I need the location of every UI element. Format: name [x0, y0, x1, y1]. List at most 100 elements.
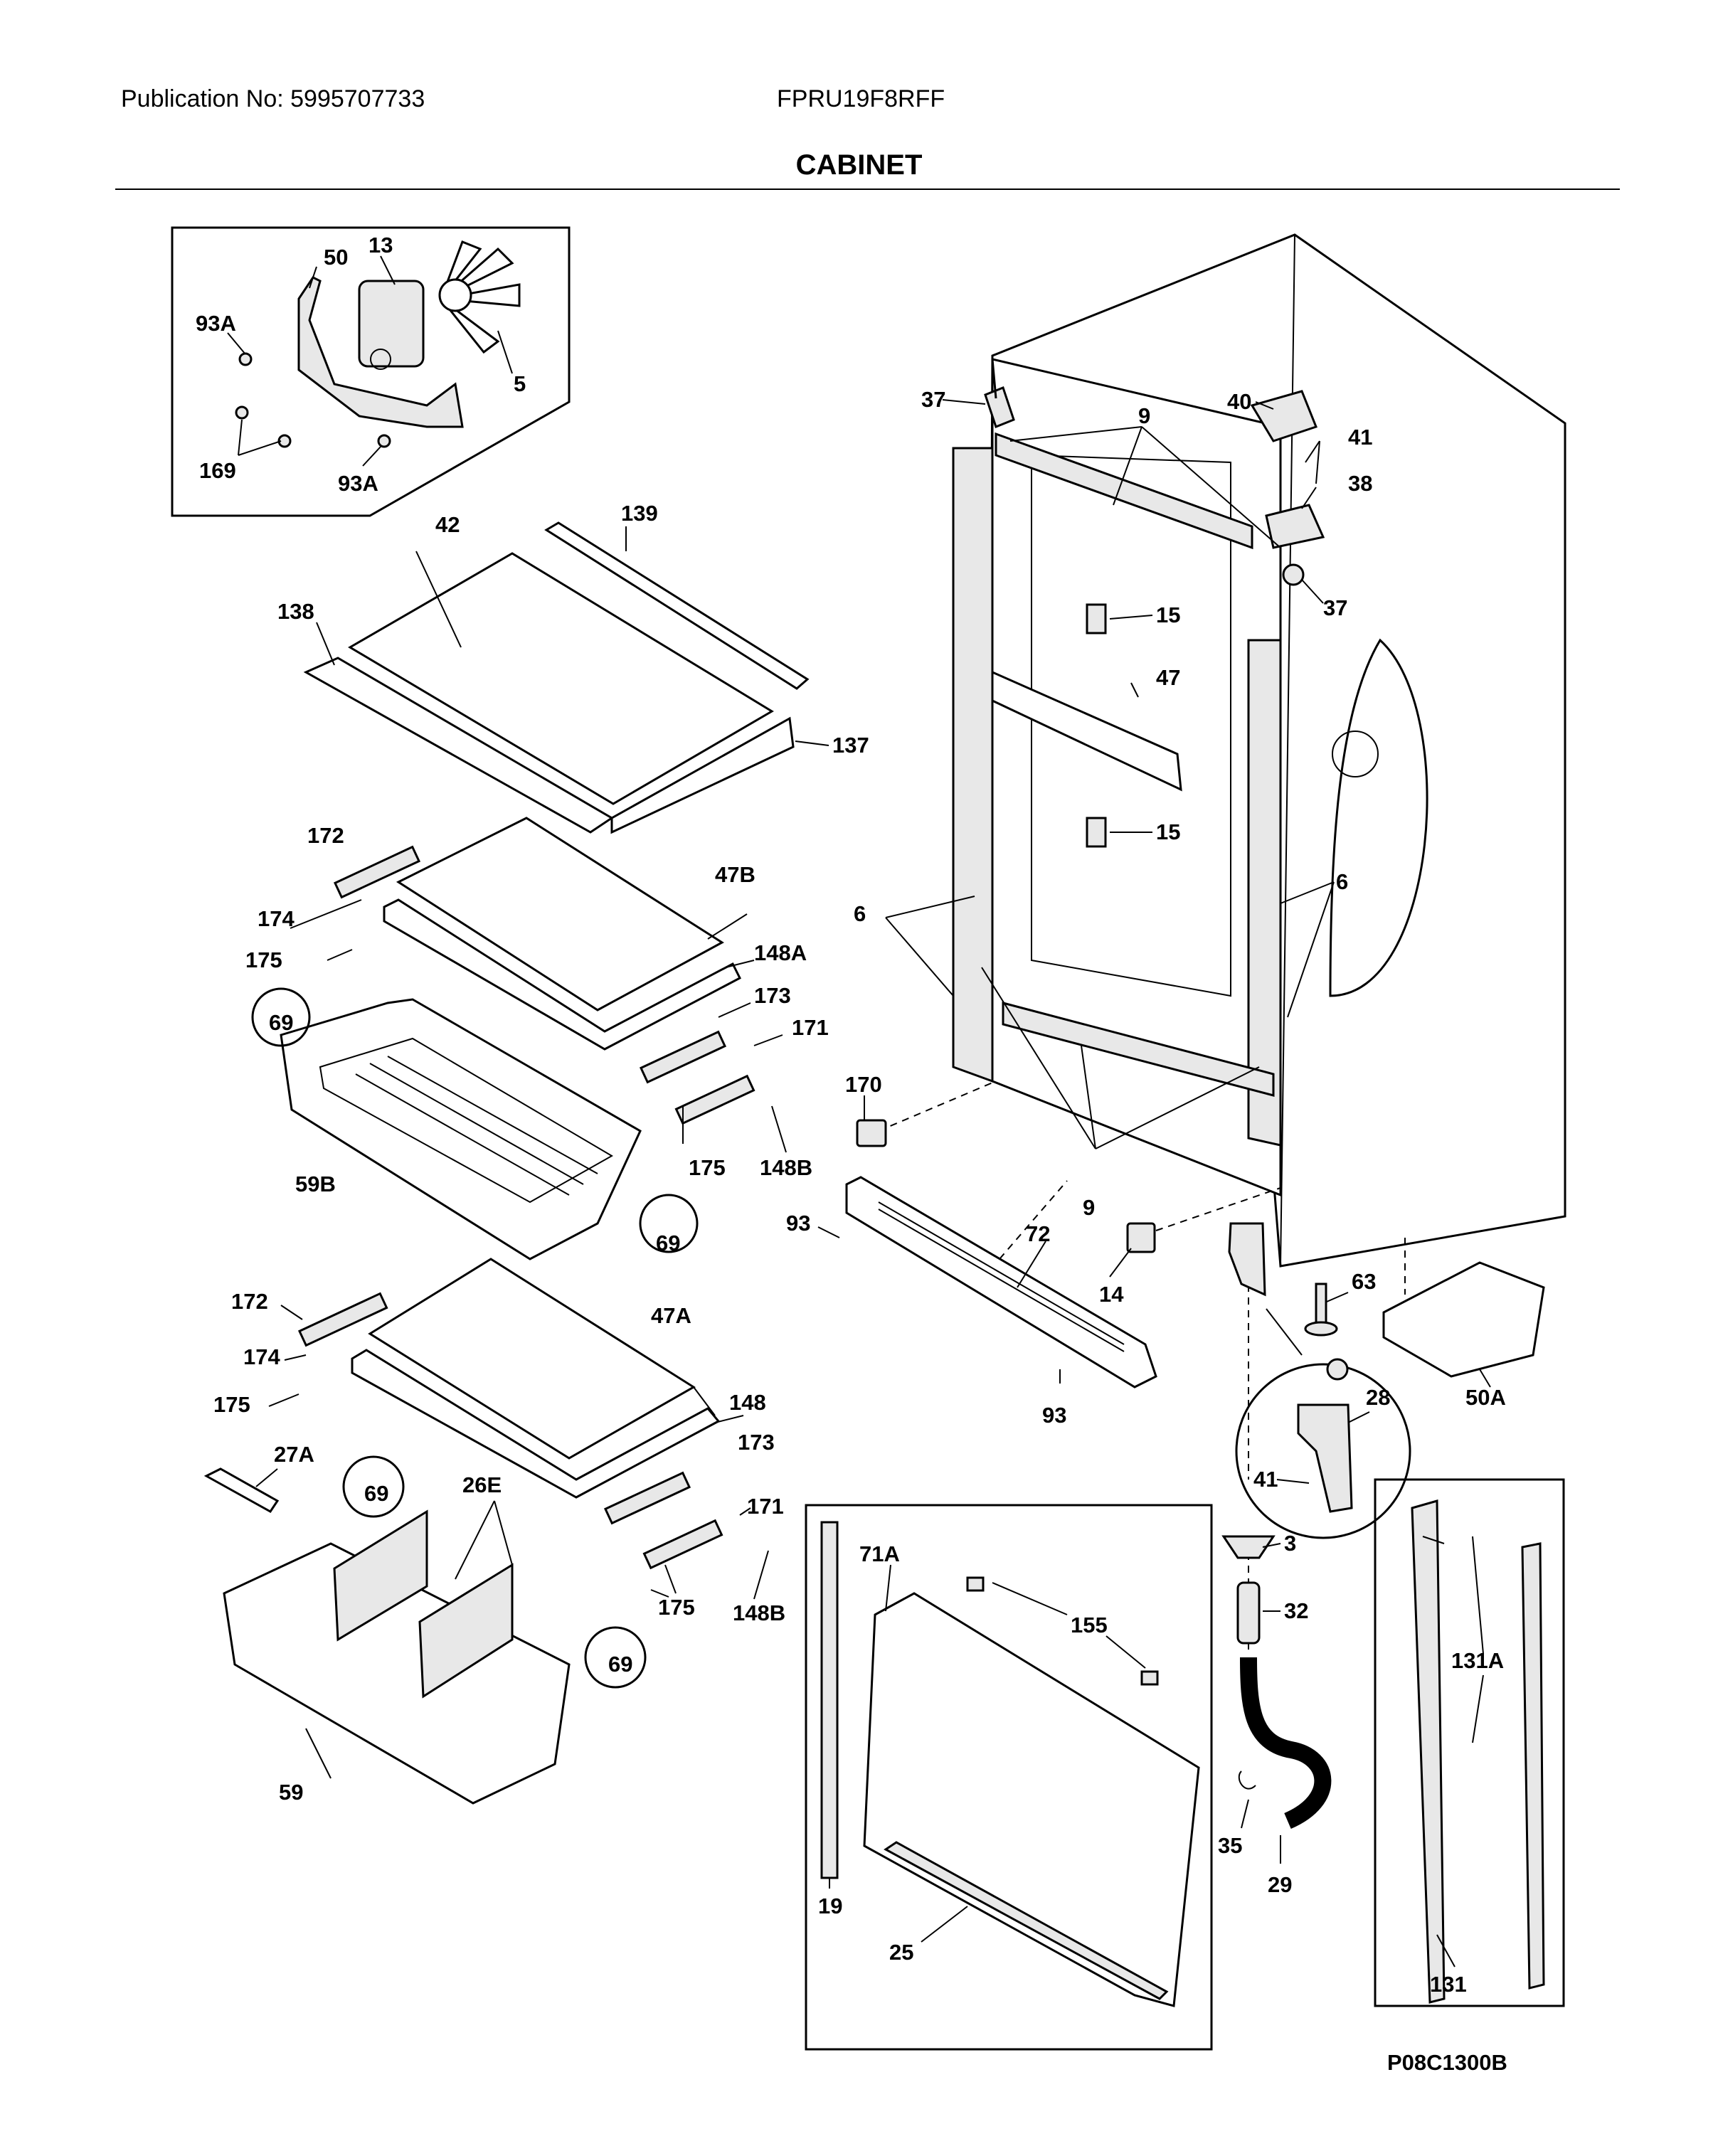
door-clip — [966, 1576, 985, 1592]
screw — [238, 352, 253, 366]
leveling-leg — [1315, 1283, 1327, 1328]
humidity-slider — [203, 1467, 280, 1513]
callout-137: 137 — [832, 733, 869, 758]
upper-crisper-assembly: 172 47B 174 175 148A 69 173 171 59B 175 … — [245, 817, 829, 1260]
corner-cap — [984, 386, 1015, 428]
callout-71a: 71A — [859, 1541, 900, 1566]
callout-139: 139 — [621, 501, 658, 526]
base-parts: 170 93 72 14 63 93 50A — [786, 1072, 1545, 1428]
callout-37: 37 — [1323, 595, 1347, 620]
callout-138: 138 — [277, 599, 314, 624]
callout-148a: 148A — [754, 940, 807, 965]
shelf-standard-inset: 131A 131 — [1374, 1478, 1565, 2007]
callout-27a: 27A — [274, 1442, 314, 1467]
callout-47a: 47A — [651, 1303, 691, 1328]
door-switch — [1126, 1222, 1156, 1253]
lower-crisper-assembly: 172 47A 174 175 148 27A 69 26E 173 171 1… — [203, 1258, 785, 1805]
screw — [377, 434, 391, 448]
callout-26e: 26E — [462, 1472, 502, 1497]
cover-support — [333, 845, 421, 899]
callout-3: 3 — [1284, 1531, 1296, 1556]
callout-25: 25 — [889, 1940, 913, 1965]
detail-circle — [251, 987, 311, 1047]
callout-37: 37 — [921, 387, 945, 412]
callout-63: 63 — [1352, 1269, 1376, 1294]
shelf-rail — [991, 670, 1182, 792]
callout-148: 148 — [729, 1390, 766, 1415]
detail-circle — [1235, 1363, 1411, 1539]
callout-69: 69 — [364, 1481, 388, 1506]
callout-169: 169 — [199, 458, 236, 483]
header-rule — [115, 188, 1620, 190]
crisper-cover-glass — [368, 1258, 696, 1460]
callout-173: 173 — [738, 1430, 775, 1455]
hinge-detail: 28 41 3 32 35 29 — [1218, 1308, 1411, 1897]
crisper-divider — [333, 1509, 428, 1642]
callout-50: 50 — [324, 245, 348, 270]
model-number: FPRU19F8RFF — [777, 85, 945, 112]
callout-5: 5 — [514, 371, 526, 396]
callout-6: 6 — [854, 901, 866, 926]
callout-50a: 50A — [1465, 1385, 1506, 1410]
callout-72: 72 — [1026, 1221, 1050, 1246]
crisper-divider — [418, 1563, 514, 1699]
crisper-drawer — [223, 1542, 571, 1805]
callout-175: 175 — [689, 1155, 726, 1180]
cover-support — [603, 1471, 691, 1525]
callout-172: 172 — [307, 823, 344, 848]
page-title: CABINET — [795, 149, 923, 181]
callout-172: 172 — [231, 1289, 268, 1314]
shelf-frame-right — [610, 716, 795, 834]
door-liner — [863, 1592, 1200, 2007]
callout-9: 9 — [1083, 1195, 1095, 1220]
callout-59b: 59B — [295, 1172, 336, 1196]
shelf-standard — [1411, 1499, 1446, 2004]
callout-148b: 148B — [760, 1155, 812, 1180]
diagram-code: P08C1300B — [1387, 2050, 1507, 2075]
crisper-cover-glass — [396, 817, 724, 1011]
drain-tube — [1236, 1581, 1261, 1645]
callout-175: 175 — [245, 947, 282, 972]
top-trim — [995, 432, 1253, 550]
callout-175: 175 — [213, 1392, 250, 1417]
fan-blade — [438, 240, 521, 354]
screw — [235, 405, 249, 420]
rear-trim — [544, 521, 810, 690]
door-gasket — [820, 1521, 839, 1879]
crisper-cover-frame — [351, 1349, 721, 1499]
fan-bracket — [297, 276, 464, 428]
callout-93a: 93A — [196, 311, 236, 336]
callout-59: 59 — [279, 1780, 303, 1805]
lower-hinge — [1297, 1403, 1353, 1513]
callout-155: 155 — [1071, 1613, 1108, 1637]
callout-40: 40 — [1227, 389, 1251, 414]
callout-69: 69 — [656, 1231, 680, 1255]
callout-47: 47 — [1156, 665, 1180, 690]
cover-support — [639, 1030, 727, 1084]
callout-173: 173 — [754, 983, 791, 1008]
light-switch — [856, 1119, 887, 1147]
hinge-cover — [1250, 390, 1317, 442]
detail-circle — [639, 1194, 699, 1253]
crisper-cover-frame — [383, 898, 741, 1051]
cover-support — [642, 1519, 723, 1570]
door-bottom-rail — [884, 1841, 1169, 2000]
cover-support — [297, 1292, 388, 1347]
callout-171: 171 — [792, 1015, 829, 1040]
door-clip — [1140, 1670, 1159, 1686]
callout-41: 41 — [1253, 1467, 1278, 1492]
door-liner-inset: 71A 155 19 25 — [805, 1504, 1213, 2051]
detail-circle — [342, 1455, 405, 1518]
detail-circle — [584, 1626, 647, 1689]
callout-29: 29 — [1268, 1872, 1292, 1897]
callout-175: 175 — [658, 1595, 695, 1620]
callout-93: 93 — [786, 1211, 810, 1236]
control-box — [1382, 1261, 1545, 1378]
callout-28: 28 — [1366, 1385, 1390, 1410]
callout-9: 9 — [1138, 403, 1150, 428]
callout-131: 131 — [1430, 1972, 1467, 1997]
liner-back — [1031, 454, 1231, 997]
callout-93a: 93A — [338, 471, 378, 496]
callout-41: 41 — [1348, 425, 1372, 450]
